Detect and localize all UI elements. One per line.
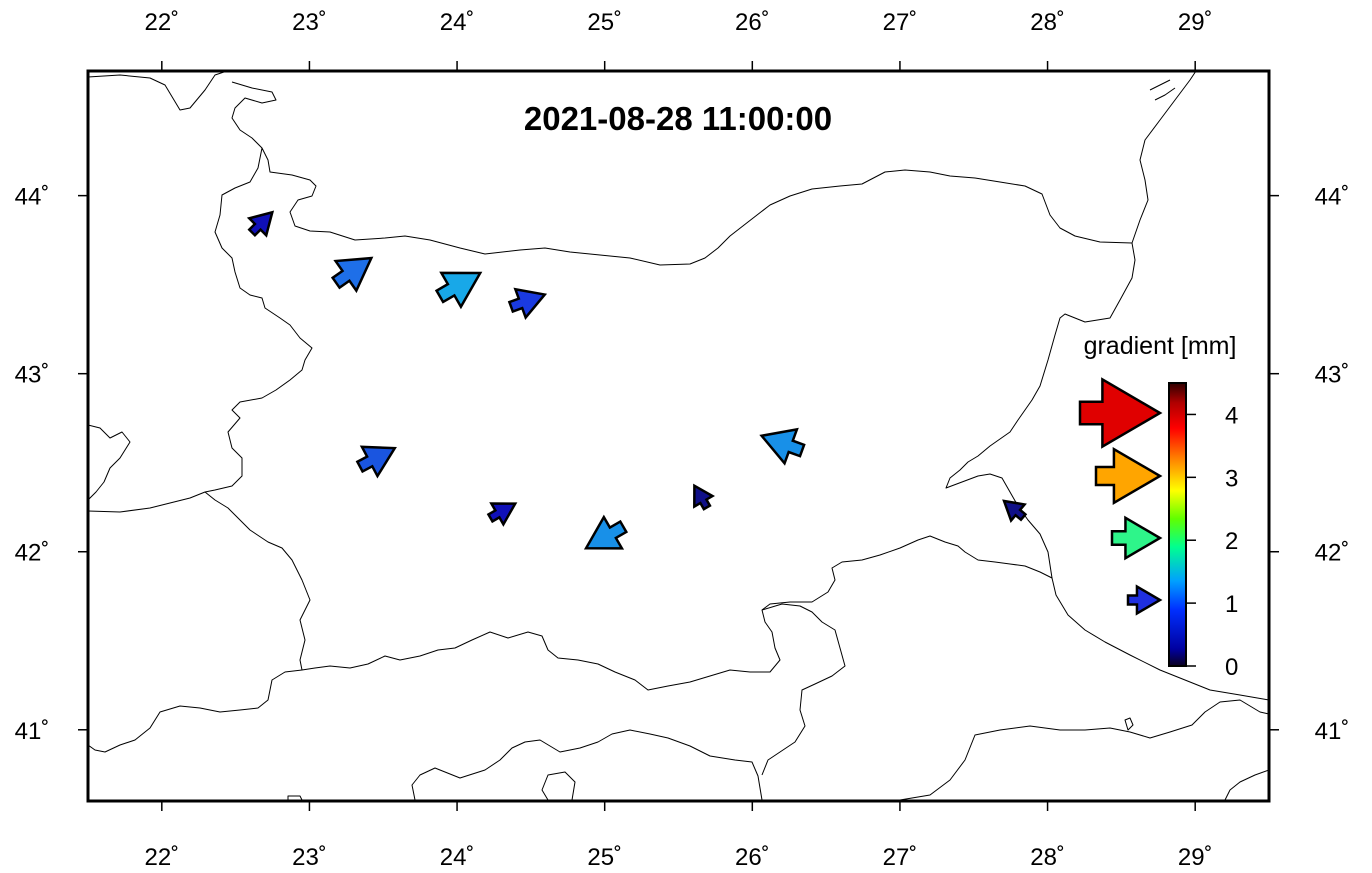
lon-label-top: 25˚ [587,9,622,36]
turkey-greece-border [761,603,846,776]
station-arrow [583,514,629,550]
colorbar-tick-label: 4 [1225,402,1238,429]
station-arrows [246,210,1028,550]
lon-label-bottom: 29˚ [1178,844,1213,871]
lon-label-bottom: 22˚ [144,844,179,871]
country-borders [88,71,1269,801]
lat-label-right: 42˚ [1315,540,1350,567]
legend-key-arrow [1078,377,1163,449]
station-arrow [759,427,806,466]
legend-key-arrow [1110,515,1163,561]
station-arrow [246,210,275,238]
colorbar-tick-label: 1 [1225,591,1238,618]
lat-label-left: 44˚ [15,184,50,211]
colorbar-tick-label: 3 [1225,465,1238,492]
legend-key-arrows [1078,377,1163,616]
island-thasos [287,795,303,801]
map-title: 2021-08-28 11:00:00 [524,100,832,137]
aegean-coastline [411,729,763,801]
lon-label-top: 27˚ [883,9,918,36]
lon-label-bottom: 28˚ [1030,844,1065,871]
lat-label-right: 41˚ [1315,718,1350,745]
serbia-macedonia-border [88,424,206,513]
colorbar [1168,382,1187,667]
colorbar-tick-label: 2 [1225,528,1238,555]
romania-serbia-border [88,71,277,149]
legend-key-arrow [1094,446,1163,506]
station-arrow [693,483,715,511]
lon-label-bottom: 23˚ [292,844,327,871]
lat-label-left: 42˚ [15,540,50,567]
lon-label-top: 24˚ [440,9,475,36]
lat-label-right: 43˚ [1315,362,1350,389]
lon-label-bottom: 24˚ [440,844,475,871]
lon-label-top: 28˚ [1030,9,1065,36]
station-arrow [434,271,483,310]
lat-label-left: 43˚ [15,362,50,389]
map-frame [86,69,1271,803]
lat-label-right: 44˚ [1315,184,1350,211]
lon-label-bottom: 26˚ [735,844,770,871]
colorbar-tick-label: 0 [1225,654,1238,681]
station-arrow [1002,499,1028,524]
lon-label-top: 26˚ [735,9,770,36]
lon-label-top: 29˚ [1178,9,1213,36]
lon-label-bottom: 25˚ [587,844,622,871]
romania-coast [1131,71,1197,244]
station-arrow [486,502,518,527]
lat-label-left: 41˚ [15,718,50,745]
station-arrow [330,256,374,294]
greece-border [88,669,303,753]
lon-label-top: 23˚ [292,9,327,36]
axis-ticks: 22˚ 22˚ 23˚ 23˚ 24˚ 24˚ 25˚ 25˚ 26˚ 26˚ 27˚ 27˚ 28˚ 2… [15,9,1350,871]
lon-label-top: 22˚ [144,9,179,36]
colorbar-ticks: 0 1 2 3 4 [1186,402,1238,681]
station-arrow [355,445,397,479]
lon-label-bottom: 27˚ [883,844,918,871]
station-arrow [507,287,548,320]
legend-title: gradient [mm] [1084,332,1237,360]
turkey-black-sea-coast [899,577,1269,801]
danube-delta [1149,79,1176,101]
bulgaria-border [204,147,1136,691]
legend: gradient [mm] 0 1 2 3 4 [1078,332,1238,681]
island-small [1124,717,1134,731]
legend-key-arrow [1126,584,1163,616]
map-background [88,71,1269,801]
